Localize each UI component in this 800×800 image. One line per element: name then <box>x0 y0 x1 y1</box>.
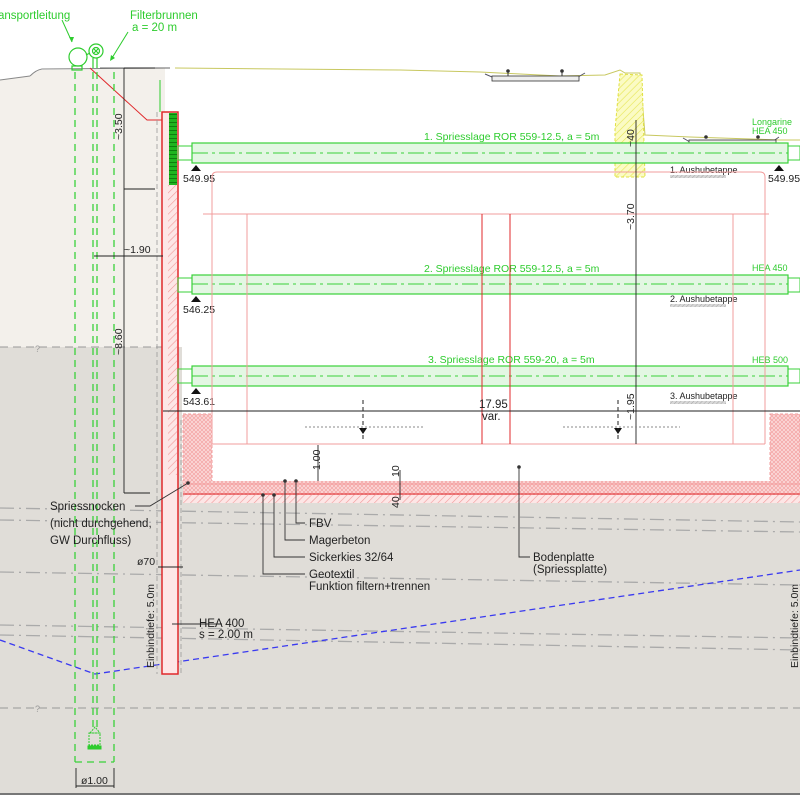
level-right-1: 549.95 <box>768 173 800 185</box>
unknown-marker-2: ? <box>35 704 40 714</box>
annotation-bodenplatte: Bodenplatte <box>533 552 594 564</box>
annotation-fbv: FBV <box>309 518 332 530</box>
soil-layer-lines <box>0 507 800 651</box>
base-slab-left <box>182 413 213 483</box>
transport-pipe-icon <box>68 43 104 71</box>
annotation-magerbeton: Magerbeton <box>309 535 370 547</box>
well-spacing-label: a = 20 m <box>132 22 177 34</box>
transport-label: ansportleitung <box>0 10 70 22</box>
dim-3-70: ~3.70 <box>625 203 637 230</box>
annotation-geotextil: Geotextil <box>309 569 354 581</box>
dim-1-95: ~1.95 <box>625 393 637 420</box>
dim-10: 10 <box>390 465 402 477</box>
annotation-sickerkies: Sickerkies 32/64 <box>309 552 394 564</box>
strut-3-profile-label: HEB 500 <box>752 355 788 365</box>
level-left-1: 549.95 <box>183 173 215 185</box>
strut-1 <box>177 142 800 164</box>
embed-depth-right: Einbindtiefe: 5.0m <box>789 584 800 668</box>
dim-3-50: ~3.50 <box>113 113 125 140</box>
dim-8-60: ~8.60 <box>113 328 125 355</box>
groundwater-drawdown-line <box>0 569 800 675</box>
embed-depth-left: Einbindtiefe: 5.0m <box>145 584 157 668</box>
level-left-3: 543.61 <box>183 396 215 408</box>
base-slab-right <box>769 413 800 483</box>
ground-surface <box>0 75 31 81</box>
stage-3-label: 3. Aushubetappe <box>670 391 738 401</box>
dim-width-note: var. <box>482 411 501 423</box>
well-pump-icon <box>87 726 102 750</box>
annotation-leaders <box>135 466 530 625</box>
strut-1-label: 1. Spriesslage ROR 559-12.5, a = 5m <box>424 131 600 143</box>
annotation-hea400: HEA 400 <box>199 618 244 630</box>
annotation-spriessnocken: Spriessnocken <box>50 501 125 513</box>
wall-green-section <box>169 113 177 185</box>
dim-40-top: ~40 <box>625 129 637 147</box>
level-left-2: 546.25 <box>183 304 215 316</box>
unknown-marker: ? <box>35 344 40 354</box>
strut-2 <box>177 274 800 295</box>
strut-2-label: 2. Spriesslage ROR 559-12.5, a = 5m <box>424 263 600 275</box>
longarine-label: Longarine <box>752 117 792 127</box>
annotation-hea-spacing: s = 2.00 m <box>199 629 253 641</box>
annotation-bodenplatte-2: (Spriessplatte) <box>533 564 607 576</box>
wall-lagging-hatch <box>168 185 177 475</box>
surface-line-yellow <box>174 67 800 141</box>
annotation-geotextil-2: Funktion filtern+trennen <box>309 581 430 593</box>
strut-3-label: 3. Spriesslage ROR 559-20, a = 5m <box>428 354 595 366</box>
dim-d70: ø70 <box>137 556 155 568</box>
filter-well <box>74 72 115 763</box>
lean-concrete-layer <box>183 481 800 495</box>
annotation-spriessnocken-2: (nicht durchgehend, <box>50 518 152 530</box>
strut-3 <box>177 365 800 387</box>
gravel-layer <box>183 495 800 503</box>
excavation-slope <box>89 67 165 121</box>
annotation-spriessnocken-3: GW Durchfluss) <box>50 535 131 547</box>
dim-40: 40 <box>390 496 402 508</box>
stage-2-label: 2. Aushubetappe <box>670 294 738 304</box>
dim-1-00: 1.00 <box>311 449 323 470</box>
stage-1-label: 1. Aushubetappe <box>670 165 738 175</box>
dim-1-90: ~1.90 <box>124 244 151 256</box>
strut-2-profile-label: HEA 450 <box>752 263 788 273</box>
dim-width: 17.95 <box>479 399 508 411</box>
dim-well-diameter: ø1.00 <box>81 775 108 787</box>
well-label: Filterbrunnen <box>130 10 198 22</box>
soil-upper <box>0 68 165 347</box>
new-structure-outline <box>203 171 769 445</box>
track-bed-icon <box>484 69 586 82</box>
strut-1-profile-label: HEA 450 <box>752 126 788 136</box>
